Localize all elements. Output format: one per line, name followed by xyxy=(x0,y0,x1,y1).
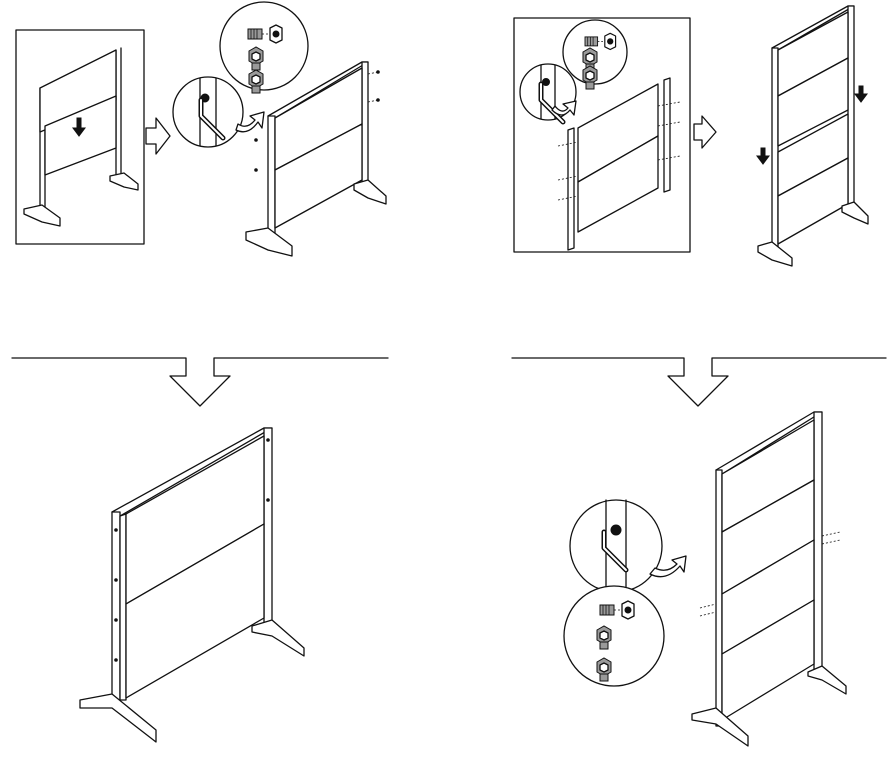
step-1-frame xyxy=(15,29,145,245)
step-2-allen-key-detail xyxy=(519,63,577,122)
step-1-hardware-detail xyxy=(219,1,309,94)
step-3-screen xyxy=(79,427,305,743)
step-1-next-arrow xyxy=(145,117,171,155)
step-2 xyxy=(513,5,869,267)
step-1-screen-sketch xyxy=(23,47,139,227)
step-2-hardware-detail xyxy=(562,19,628,90)
step-4-screen xyxy=(691,411,847,747)
step-4-hardware-detail xyxy=(563,585,665,687)
step-2-frame xyxy=(513,17,691,253)
step-1-screen xyxy=(245,61,387,257)
step-2-screen xyxy=(756,5,869,267)
step-1-allen-key-detail xyxy=(172,76,265,148)
divider-right xyxy=(511,357,887,407)
step-4-allen-key-detail xyxy=(569,499,687,593)
step-2-panel-parts xyxy=(557,77,681,251)
step-2-next-arrow xyxy=(693,115,717,149)
step-1 xyxy=(15,1,387,257)
step-4 xyxy=(563,411,847,747)
divider-left xyxy=(11,357,389,407)
